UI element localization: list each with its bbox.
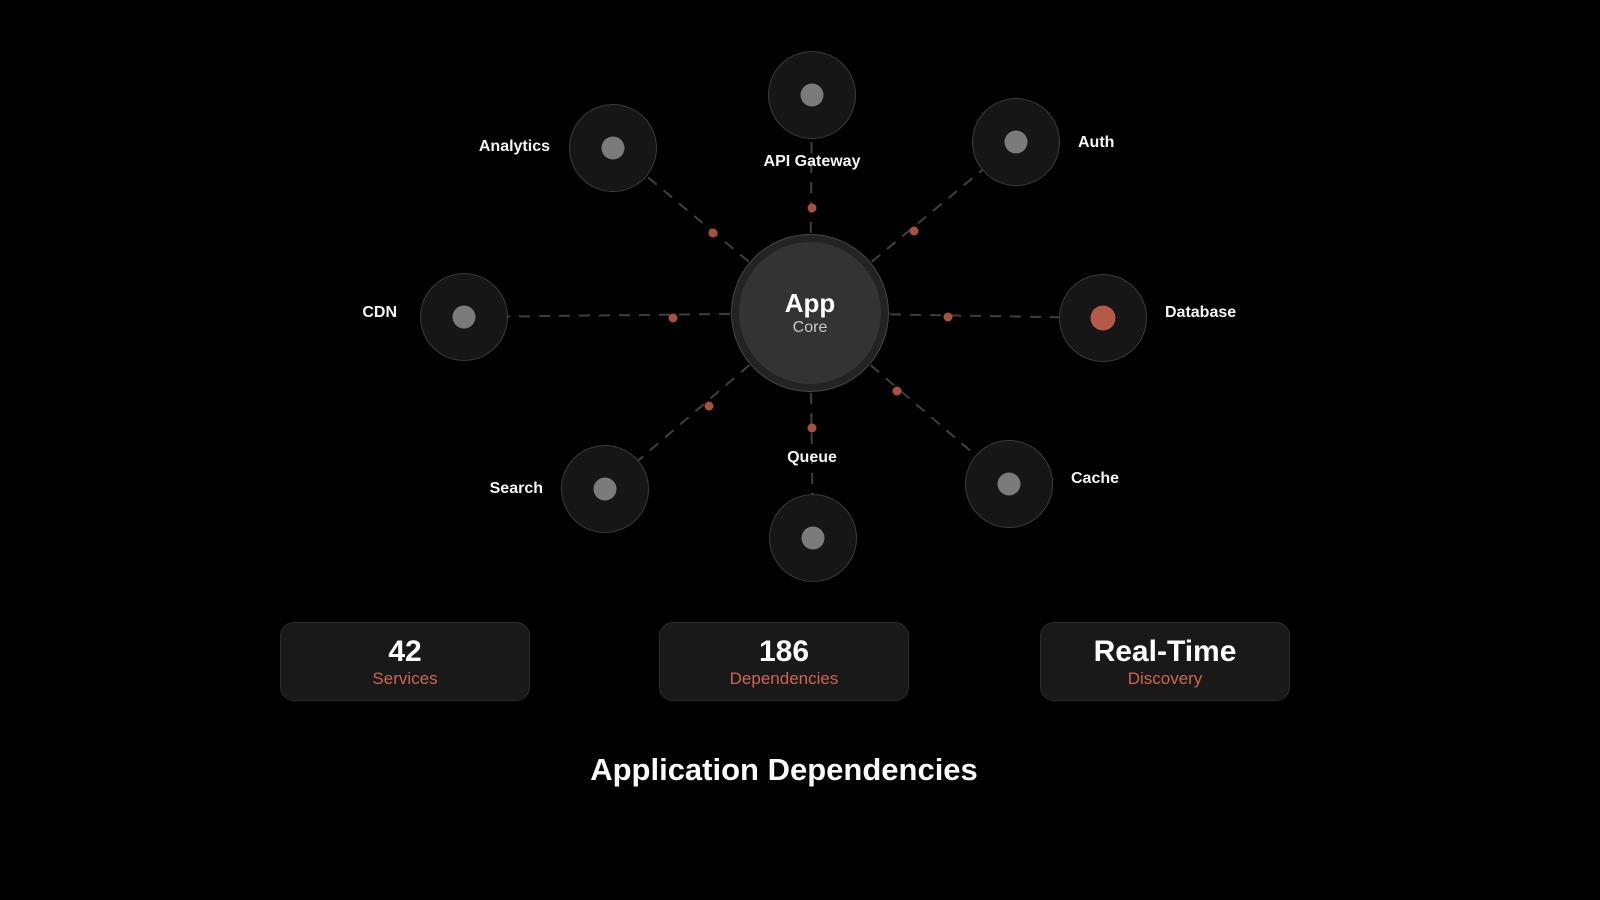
node-cdn[interactable]: [420, 273, 508, 361]
node-queue[interactable]: [769, 494, 857, 582]
node-auth[interactable]: [972, 98, 1060, 186]
stat-value-discovery: Real-Time: [1093, 634, 1237, 668]
stat-card-discovery: Real-Time Discovery: [1040, 622, 1290, 701]
traffic-dot-queue: [807, 423, 817, 433]
stat-label-services: Services: [372, 668, 438, 688]
node-label-analytics: Analytics: [478, 138, 550, 155]
link-line-cdn: [463, 312, 811, 318]
hub-node-app-core[interactable]: App Core: [732, 235, 888, 391]
node-inner-dot: [601, 136, 625, 160]
traffic-dot-cdn: [668, 313, 678, 323]
node-inner-dot-alert: [1090, 305, 1116, 331]
node-inner-dot: [1004, 130, 1028, 154]
node-label-search: Search: [489, 480, 543, 497]
node-cache[interactable]: [965, 440, 1053, 528]
stat-card-services: 42 Services: [280, 622, 530, 701]
traffic-dot-api-gateway: [807, 203, 817, 213]
stat-value-services: 42: [388, 634, 422, 668]
stat-label-dependencies: Dependencies: [729, 668, 839, 688]
traffic-dot-analytics: [708, 228, 718, 238]
node-api-gateway[interactable]: [768, 51, 856, 139]
traffic-dot-search: [704, 401, 714, 411]
node-inner-dot: [801, 526, 825, 550]
node-label-queue: Queue: [787, 449, 837, 466]
node-inner-dot: [800, 83, 824, 107]
node-inner-dot: [452, 305, 476, 329]
node-label-api-gateway: API Gateway: [763, 153, 861, 170]
node-analytics[interactable]: [569, 104, 657, 192]
stat-value-dependencies: 186: [758, 634, 810, 668]
node-inner-dot: [997, 472, 1021, 496]
page-title: Application Dependencies: [590, 752, 978, 787]
node-search[interactable]: [561, 445, 649, 533]
traffic-dot-cache: [892, 386, 902, 396]
node-label-cache: Cache: [1071, 470, 1120, 487]
hub-subtitle: Core: [792, 319, 828, 336]
node-label-cdn: CDN: [362, 304, 397, 321]
hub-title: App: [784, 288, 836, 318]
node-inner-dot: [593, 477, 617, 501]
stat-label-discovery: Discovery: [1127, 668, 1203, 688]
node-label-auth: Auth: [1078, 134, 1115, 151]
stat-card-dependencies: 186 Dependencies: [659, 622, 909, 701]
node-label-database: Database: [1165, 304, 1237, 321]
traffic-dot-database: [943, 312, 953, 322]
node-database[interactable]: [1059, 274, 1147, 362]
traffic-dot-auth: [909, 226, 919, 236]
